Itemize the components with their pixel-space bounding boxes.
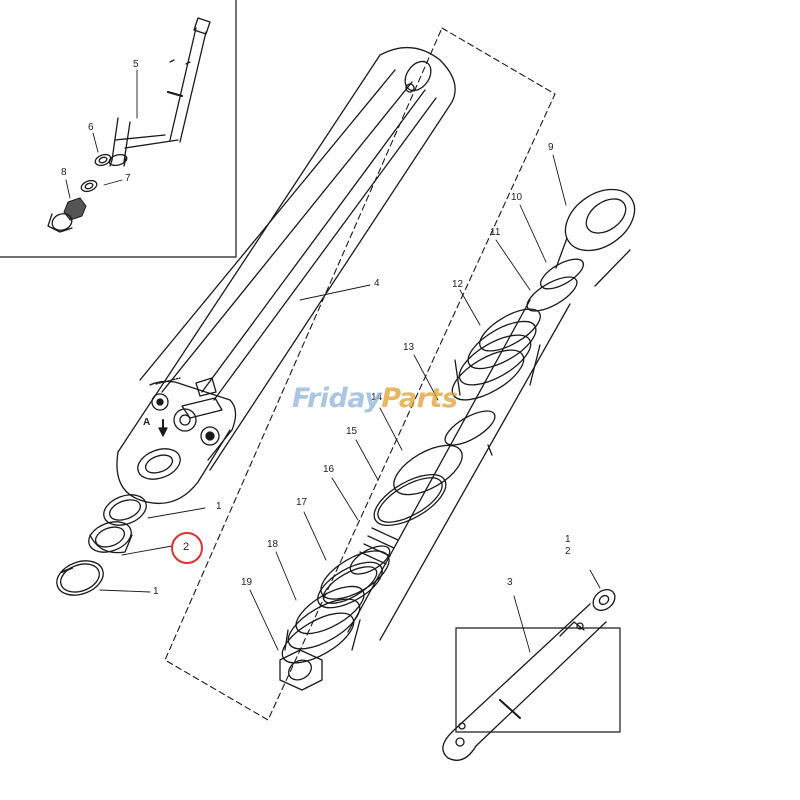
- callout-17: 17: [296, 497, 308, 508]
- o-rings-part-17: [317, 550, 390, 609]
- rod-eye-part-9: [555, 188, 636, 287]
- highlighted-callout-circle: [171, 532, 203, 564]
- callout-8: 8: [61, 167, 67, 178]
- bushing-parts-1-2: [56, 494, 147, 596]
- callout-9: 9: [548, 142, 554, 153]
- callout-2-inset: 2: [565, 546, 571, 557]
- cylinder-barrel-part-4: [116, 46, 456, 504]
- inset-small-parts-6-7-8: [47, 153, 112, 233]
- callout-19: 19: [241, 577, 253, 588]
- rings-parts-14-15: [373, 444, 463, 527]
- watermark-text-2: Parts: [381, 383, 458, 414]
- dashed-frame: [164, 27, 556, 721]
- callout-10: 10: [511, 192, 523, 203]
- watermark-logo: FridayParts: [292, 383, 458, 414]
- inset-rod-part-5: [108, 17, 211, 167]
- callout-16: 16: [323, 464, 335, 475]
- callout-13: 13: [403, 342, 415, 353]
- callout-18: 18: [267, 539, 279, 550]
- barrel-marking-a: A: [143, 417, 151, 428]
- watermark-text-1: Friday: [292, 383, 382, 414]
- callout-1-inset: 1: [565, 534, 571, 545]
- callout-1-upper: 1: [216, 501, 222, 512]
- callout-12: 12: [452, 279, 464, 290]
- rod-and-nuts-parts-10-11: [347, 258, 585, 641]
- callout-11: 11: [490, 227, 501, 238]
- piston-part-18: [281, 585, 365, 664]
- assembled-cylinder-part-3: [442, 589, 616, 761]
- callout-6: 6: [88, 122, 94, 133]
- callout-1-lower: 1: [153, 586, 159, 597]
- callout-14: 14: [371, 392, 383, 403]
- inset-box-top-left: [0, 0, 237, 258]
- callout-3: 3: [507, 577, 513, 588]
- callout-7: 7: [125, 173, 131, 184]
- snap-ring-part-13: [444, 410, 496, 456]
- inset-box-bottom-right: [455, 627, 621, 733]
- callout-2-highlighted: 2: [183, 541, 190, 553]
- nut-part-19: [279, 649, 323, 691]
- callout-15: 15: [346, 426, 358, 437]
- gland-part-12: [451, 308, 541, 401]
- callout-4: 4: [374, 278, 380, 289]
- callout-5: 5: [133, 59, 139, 70]
